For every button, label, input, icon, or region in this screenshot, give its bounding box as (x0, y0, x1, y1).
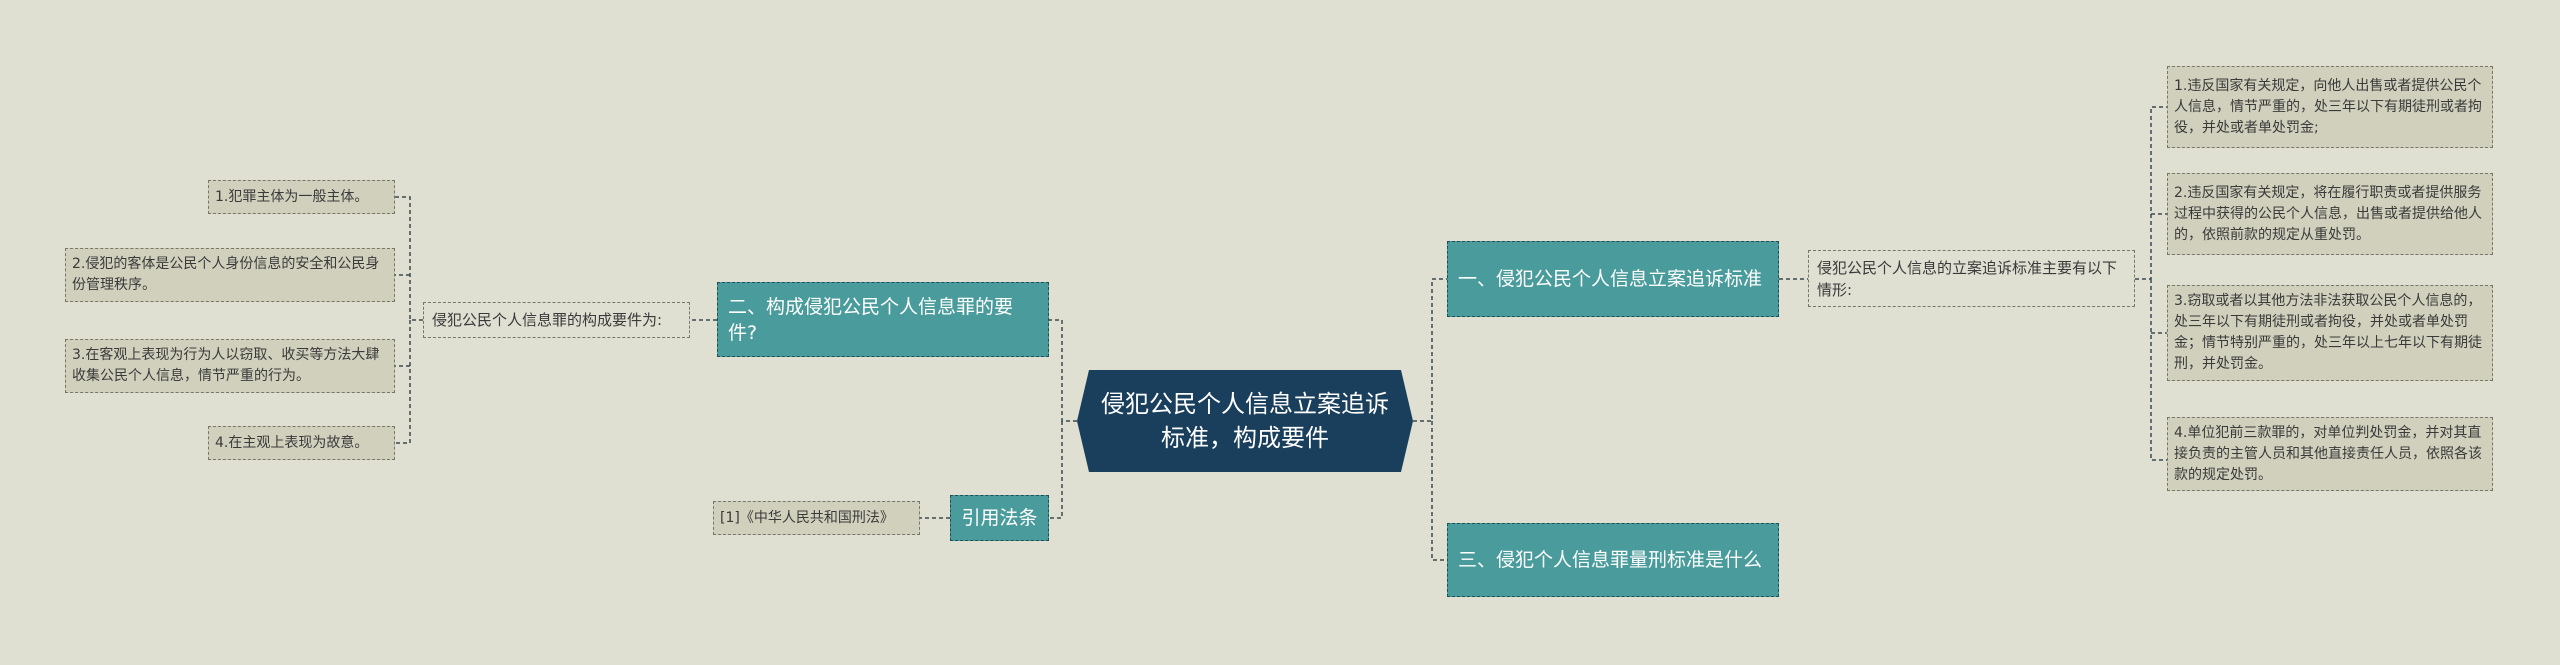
citation-item-1-text: [1]《中华人民共和国刑法》 (720, 509, 894, 526)
constituent-element-item-2-text: 2.侵犯的客体是公民个人身份信息的安全和公民身份管理秩序。 (72, 256, 380, 293)
filing-standard-item-4-text: 4.单位犯前三款罪的，对单位判处罚金，并对其直接负责的主管人员和其他直接责任人员… (2174, 424, 2482, 483)
root-node[interactable]: 侵犯公民个人信息立案追诉标准，构成要件 (1077, 370, 1413, 472)
branch-sentencing-standard-label: 三、侵犯个人信息罪量刑标准是什么 (1458, 549, 1763, 571)
branch-filing-standard-label: 一、侵犯公民个人信息立案追诉标准 (1458, 268, 1763, 290)
connector-root-citation (1049, 421, 1063, 519)
constituent-element-item-2[interactable]: 2.侵犯的客体是公民个人身份信息的安全和公民身份管理秩序。 (65, 248, 395, 302)
connector-root-branch1 (1413, 278, 1447, 422)
filing-standard-intro-text: 侵犯公民个人信息的立案追诉标准主要有以下情形: (1817, 258, 2118, 299)
constituent-elements-intro[interactable]: 侵犯公民个人信息罪的构成要件为: (423, 302, 690, 338)
connector-root-branch3 (1431, 421, 1447, 561)
constituent-element-item-3[interactable]: 3.在客观上表现为行为人以窃取、收买等方法大肆收集公民个人信息，情节严重的行为。 (65, 339, 395, 393)
connector-intro-items (2135, 106, 2167, 461)
filing-standard-item-1-text: 1.违反国家有关规定，向他人出售或者提供公民个人信息，情节严重的，处三年以下有期… (2174, 77, 2482, 136)
branch-sentencing-standard[interactable]: 三、侵犯个人信息罪量刑标准是什么 (1447, 523, 1779, 597)
filing-standard-item-3-text: 3.窃取或者以其他方法非法获取公民个人信息的，处三年以下有期徒刑或者拘役，并处或… (2174, 293, 2482, 372)
branch-constituent-elements-label: 二、构成侵犯公民个人信息罪的要件? (728, 295, 1014, 344)
constituent-element-item-4-text: 4.在主观上表现为故意。 (215, 434, 369, 451)
branch-constituent-elements[interactable]: 二、构成侵犯公民个人信息罪的要件? (717, 282, 1049, 357)
constituent-element-item-1[interactable]: 1.犯罪主体为一般主体。 (208, 180, 395, 214)
filing-standard-item-2[interactable]: 2.违反国家有关规定，将在履行职责或者提供服务过程中获得的公民个人信息，出售或者… (2167, 173, 2493, 255)
filing-standard-item-4[interactable]: 4.单位犯前三款罪的，对单位判处罚金，并对其直接负责的主管人员和其他直接责任人员… (2167, 417, 2493, 491)
citation-item-1[interactable]: [1]《中华人民共和国刑法》 (713, 501, 920, 535)
connector-root-branch2 (1049, 319, 1077, 422)
filing-standard-intro[interactable]: 侵犯公民个人信息的立案追诉标准主要有以下情形: (1808, 250, 2135, 307)
root-title: 侵犯公民个人信息立案追诉标准，构成要件 (1101, 390, 1389, 452)
filing-standard-item-2-text: 2.违反国家有关规定，将在履行职责或者提供服务过程中获得的公民个人信息，出售或者… (2174, 184, 2482, 243)
constituent-element-item-3-text: 3.在客观上表现为行为人以窃取、收买等方法大肆收集公民个人信息，情节严重的行为。 (72, 347, 380, 384)
constituent-elements-intro-text: 侵犯公民个人信息罪的构成要件为: (432, 311, 663, 329)
filing-standard-item-1[interactable]: 1.违反国家有关规定，向他人出售或者提供公民个人信息，情节严重的，处三年以下有期… (2167, 66, 2493, 148)
root-shape (1077, 370, 1413, 472)
branch-citation-label: 引用法条 (961, 507, 1038, 529)
branch-citation[interactable]: 引用法条 (950, 495, 1049, 541)
connector-left-intro-items (395, 196, 423, 444)
branch-filing-standard[interactable]: 一、侵犯公民个人信息立案追诉标准 (1447, 241, 1779, 317)
filing-standard-item-3[interactable]: 3.窃取或者以其他方法非法获取公民个人信息的，处三年以下有期徒刑或者拘役，并处或… (2167, 285, 2493, 381)
constituent-element-item-4[interactable]: 4.在主观上表现为故意。 (208, 426, 395, 460)
constituent-element-item-1-text: 1.犯罪主体为一般主体。 (215, 188, 369, 205)
